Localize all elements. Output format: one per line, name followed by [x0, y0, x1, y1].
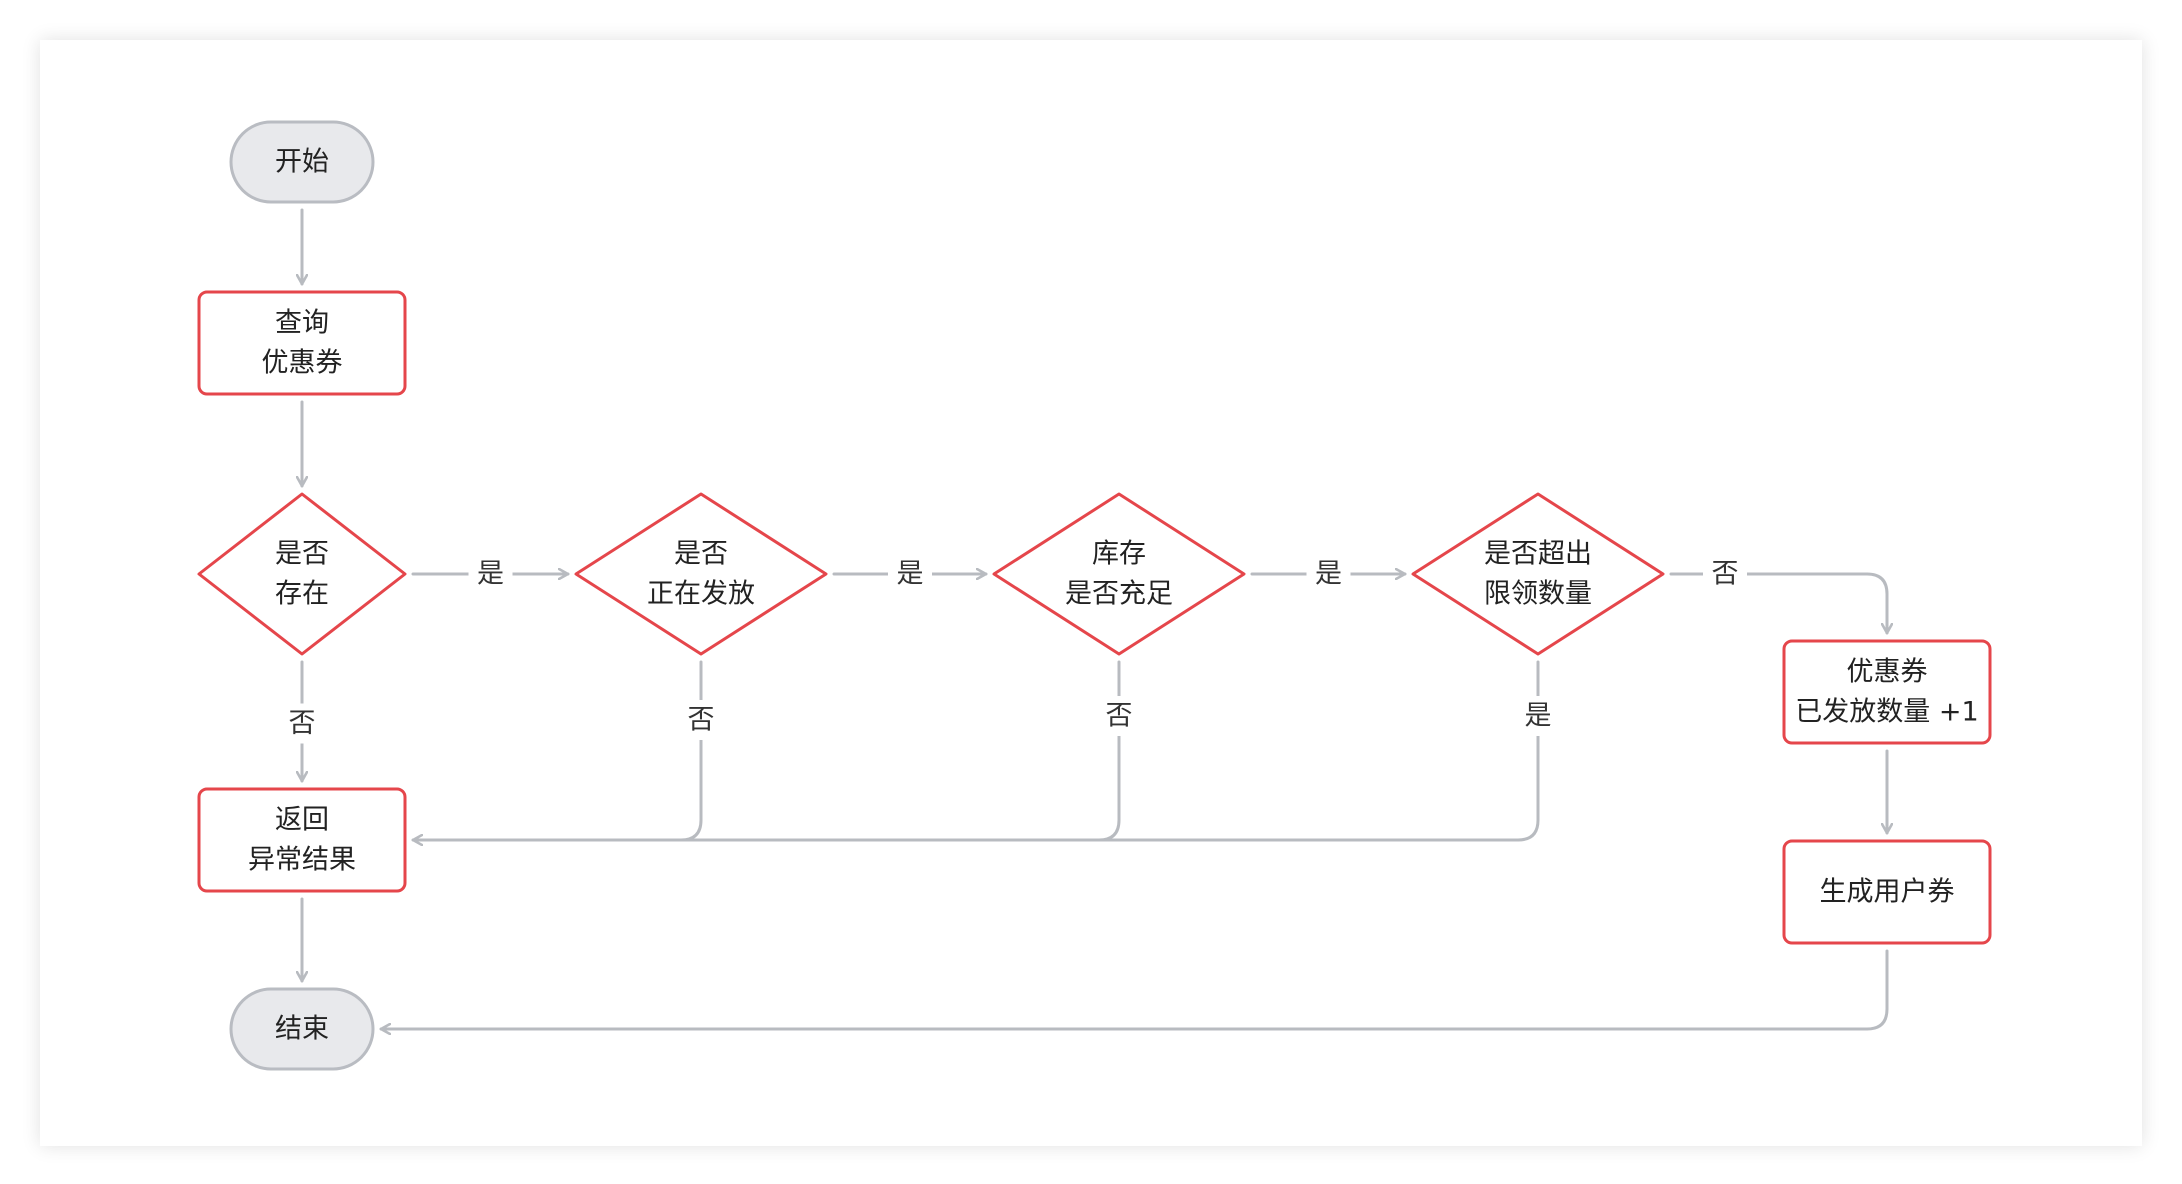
label-limit-yes-bg — [1516, 696, 1560, 736]
flowchart: 是是是否否否否是 开始查询优惠券是否存在是否正在发放库存是否充足是否超出限领数量… — [197, 120, 1992, 1071]
node-end-label-0: 结束 — [275, 1014, 329, 1045]
node-start: 开始 — [229, 120, 375, 204]
edge-limit-increment — [1669, 572, 1887, 635]
node-issuing-label-1: 正在发放 — [647, 579, 755, 610]
node-limit-shape — [1411, 492, 1665, 656]
label-limit-no: 否 — [1712, 559, 1739, 590]
edge-drop-0 — [679, 660, 703, 842]
node-increment-label-0: 优惠券 — [1847, 657, 1928, 688]
diagram-card: 是是是否否否否是 开始查询优惠券是否存在是否正在发放库存是否充足是否超出限领数量… — [40, 40, 2142, 1146]
node-query-label-0: 查询 — [275, 308, 329, 339]
node-limit-label-1: 限领数量 — [1484, 579, 1592, 610]
node-increment-shape — [1782, 639, 1992, 745]
label-exists-no: 否 — [289, 708, 316, 739]
node-issuing-shape — [574, 492, 828, 656]
node-exists-label-0: 是否 — [275, 539, 329, 570]
label-exists-yes: 是 — [477, 559, 504, 590]
label-stock-yes-bg — [1306, 554, 1351, 594]
edge-drop-1 — [1097, 660, 1121, 842]
node-end-shape — [229, 987, 375, 1071]
label-limit-yes: 是 — [1525, 701, 1552, 732]
node-stock-label-0: 库存 — [1092, 539, 1146, 570]
node-exists-label-1: 存在 — [275, 579, 329, 610]
node-query-label-1: 优惠券 — [262, 348, 343, 379]
label-issuing-yes: 是 — [897, 559, 924, 590]
node-limit-label-0: 是否超出 — [1484, 539, 1592, 570]
node-issuing-label-0: 是否 — [674, 539, 728, 570]
node-error-label-0: 返回 — [275, 805, 329, 836]
edge-drop-2 — [1516, 660, 1540, 842]
label-exists-no-bg — [280, 703, 324, 744]
label-limit-no-bg — [1703, 554, 1747, 594]
nodes: 开始查询优惠券是否存在是否正在发放库存是否充足是否超出限领数量优惠券已发放数量 … — [197, 120, 1992, 1071]
label-exists-yes-bg — [468, 554, 513, 594]
edge-generate-end — [379, 949, 1889, 1029]
node-generate-label-0: 生成用户券 — [1820, 877, 1955, 908]
label-stock-no-bg — [1097, 696, 1141, 736]
node-exists-shape — [197, 492, 407, 656]
node-stock-label-1: 是否充足 — [1065, 579, 1173, 610]
node-stock-shape — [992, 492, 1246, 656]
label-stock-yes: 是 — [1315, 559, 1342, 590]
node-error-shape — [197, 787, 407, 893]
node-end: 结束 — [229, 987, 375, 1071]
node-start-shape — [229, 120, 375, 204]
node-query-shape — [197, 290, 407, 396]
label-stock-no: 否 — [1106, 701, 1133, 732]
node-generate: 生成用户券 — [1782, 839, 1992, 945]
edges — [302, 208, 1889, 1029]
label-issuing-no: 否 — [688, 705, 715, 736]
node-error-label-1: 异常结果 — [248, 845, 356, 876]
node-generate-shape — [1782, 839, 1992, 945]
node-increment-label-1: 已发放数量 +1 — [1795, 697, 1978, 728]
label-issuing-yes-bg — [888, 554, 932, 594]
label-issuing-no-bg — [679, 700, 723, 740]
node-start-label-0: 开始 — [275, 147, 329, 178]
edge-labels: 是是是否否否否是 — [280, 554, 1747, 744]
